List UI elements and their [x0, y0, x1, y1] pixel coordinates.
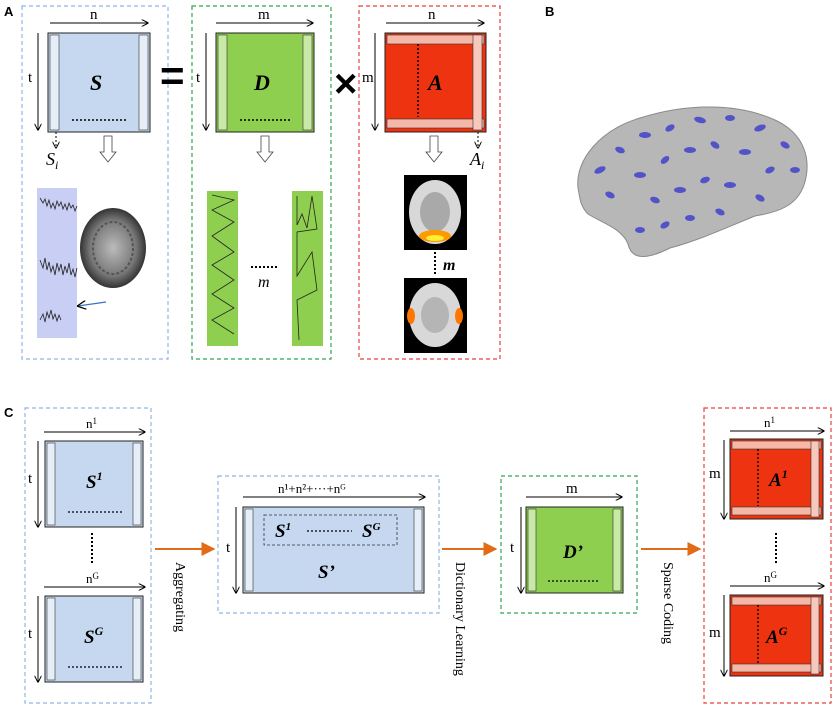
- dict-cols-label: m: [566, 481, 578, 497]
- a1-last-column: [810, 440, 820, 518]
- coefficients-frame: [703, 407, 832, 704]
- atom-m-signal: [296, 195, 318, 341]
- s1-last-column: [132, 442, 142, 526]
- a1-rows-label: m: [709, 466, 721, 482]
- s1-matrix: [44, 440, 144, 528]
- ag-last-row: [731, 663, 822, 673]
- brain-map-m-activation-right: [455, 308, 463, 324]
- aggregating-label: Aggregating: [172, 562, 187, 632]
- s1-first-column: [46, 442, 56, 526]
- a1-first-row: [731, 440, 822, 450]
- s-down-arrow: [99, 135, 117, 163]
- dict-matrix-name: D’: [562, 542, 583, 563]
- sg-first-column: [46, 597, 56, 681]
- aggregate-matrix: [242, 506, 425, 594]
- brain-slice-image: [80, 208, 146, 288]
- d-cols-label: m: [258, 7, 270, 23]
- brain-slice-texture: [92, 221, 134, 275]
- dictionary-learning-label: Dictionary Learning: [452, 562, 467, 676]
- a-matrix: [384, 32, 487, 133]
- d-first-column: [217, 34, 228, 131]
- a1-cols-label: n1: [764, 415, 775, 430]
- aggregate-inner-left: S1: [275, 521, 291, 542]
- d-last-column: [302, 34, 313, 131]
- ag-first-row: [731, 596, 822, 606]
- panel-c-letter: C: [4, 405, 14, 420]
- voxel-pointer-arrow: [78, 302, 107, 306]
- sg-rows-label: t: [28, 626, 33, 642]
- a-last-column: [472, 34, 483, 131]
- panel-a-letter: A: [4, 4, 14, 19]
- aggregate-rows-label: t: [226, 540, 231, 556]
- ag-matrix-name: AG: [765, 624, 788, 648]
- a-cols-label: n: [428, 7, 436, 23]
- s1-rows-label: t: [28, 471, 33, 487]
- s-cols-label: n: [90, 7, 98, 23]
- a-row-label: Ai: [469, 149, 484, 172]
- a-last-row: [386, 118, 485, 129]
- fiber-connections: [594, 115, 800, 233]
- s-matrix: [47, 32, 151, 133]
- a-first-row: [386, 34, 485, 45]
- a1-last-row: [731, 506, 822, 516]
- d-rows-label: t: [196, 70, 201, 86]
- dict-first-column: [527, 508, 537, 592]
- times-sign: ×: [334, 62, 357, 106]
- dict-frame: [500, 475, 638, 614]
- a-matrix-name: A: [426, 70, 443, 95]
- sg-matrix: [44, 595, 144, 683]
- maps-count-label: m: [443, 257, 455, 274]
- sparse-coding-label: Sparse Coding: [660, 562, 675, 644]
- d-frame: [191, 5, 332, 360]
- atom-1-signal: [211, 194, 236, 335]
- s-frame: [21, 5, 169, 360]
- ag-cols-label: nG: [764, 570, 778, 585]
- s-column-label: Si: [46, 149, 58, 172]
- aggregate-inner-box: [263, 514, 398, 546]
- a-down-arrow: [425, 135, 443, 163]
- sg-last-column: [132, 597, 142, 681]
- s1-cols-label: n1: [86, 416, 97, 431]
- aggregate-frame: [217, 475, 440, 614]
- time-series-signal: [39, 197, 78, 323]
- brain-map-1-inner: [420, 192, 450, 232]
- subjects-frame: [24, 407, 152, 704]
- atoms-count-label: m: [258, 274, 270, 291]
- brain-map-m-activation-left: [407, 308, 415, 324]
- a-frame: [358, 5, 501, 360]
- s-rows-label: t: [28, 70, 33, 86]
- d-matrix: [215, 32, 315, 133]
- ag-rows-label: m: [709, 625, 721, 641]
- aggregate-cols-label: n¹+n²+···+nᴳ: [278, 481, 346, 496]
- a1-matrix: [729, 438, 824, 520]
- ag-last-column: [810, 596, 820, 675]
- aggregate-inner-right: SG: [362, 521, 381, 542]
- s1-matrix-name: S1: [86, 469, 103, 493]
- brain-map-1-activation-peak: [426, 235, 444, 241]
- ag-matrix: [729, 594, 824, 677]
- dict-matrix: [525, 506, 624, 594]
- s-matrix-name: S: [90, 70, 102, 95]
- panel-b-letter: B: [545, 4, 554, 19]
- equals-sign: =: [160, 52, 185, 99]
- dict-rows-label: t: [510, 540, 515, 556]
- a-rows-label: m: [362, 70, 374, 86]
- a1-matrix-name: A1: [768, 467, 788, 491]
- atom-1-strip: [207, 191, 238, 346]
- aggregate-first-column: [244, 508, 254, 592]
- sg-cols-label: nG: [86, 571, 100, 586]
- aggregate-matrix-name: S’: [318, 562, 335, 583]
- brain-map-m-inner: [421, 297, 449, 333]
- s-first-column: [49, 34, 60, 131]
- dict-last-column: [612, 508, 622, 592]
- s-last-column: [138, 34, 149, 131]
- aggregate-last-column: [413, 508, 423, 592]
- d-down-arrow: [256, 135, 274, 163]
- brain-surface: [577, 106, 808, 257]
- sg-matrix-name: SG: [84, 624, 104, 648]
- d-matrix-name: D: [253, 70, 270, 95]
